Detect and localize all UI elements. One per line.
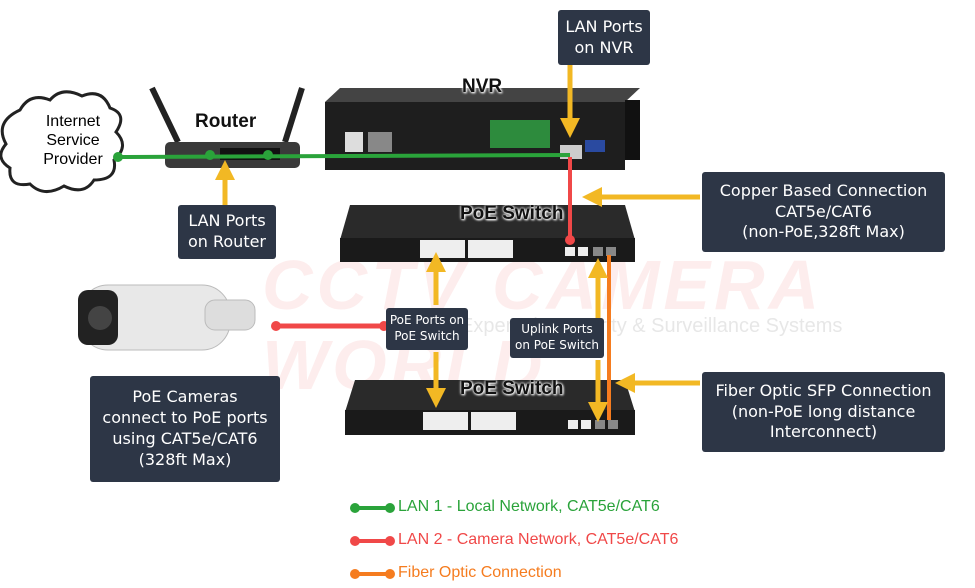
nvr-device <box>325 88 640 170</box>
router-label: Router <box>195 111 257 132</box>
callout-uplink-ports: Uplink Ports on PoE Switch <box>510 318 604 358</box>
callout-fiber-connection: Fiber Optic SFP Connection (non-PoE long… <box>702 372 945 452</box>
poe-switch-1-label: PoE Switch <box>460 203 564 224</box>
nvr-label: NVR <box>462 76 503 97</box>
poe-switch-1-device <box>340 205 635 262</box>
callout-poe-cameras: PoE Cameras connect to PoE ports using C… <box>90 376 280 482</box>
isp-label: Internet Service Provider <box>43 113 103 169</box>
poe-camera-device <box>78 284 256 351</box>
legend-swatches <box>350 503 395 579</box>
callout-lan-ports-router: LAN Ports on Router <box>178 205 276 259</box>
callout-lan-ports-nvr: LAN Ports on NVR <box>558 10 650 65</box>
poe-switch-2-label: PoE Switch <box>460 378 564 399</box>
callout-copper-connection: Copper Based Connection CAT5e/CAT6 (non-… <box>702 172 945 252</box>
callout-poe-ports: PoE Ports on PoE Switch <box>386 308 468 350</box>
green-lan1-line <box>117 153 571 159</box>
legend-lan1: LAN 1 - Local Network, CAT5e/CAT6 <box>398 498 660 515</box>
legend-fiber: Fiber Optic Connection <box>398 564 562 581</box>
callout-arrows <box>215 65 700 422</box>
poe-switch-2-device <box>345 380 635 435</box>
legend-lan2: LAN 2 - Camera Network, CAT5e/CAT6 <box>398 531 679 548</box>
isp-cloud <box>0 90 124 193</box>
